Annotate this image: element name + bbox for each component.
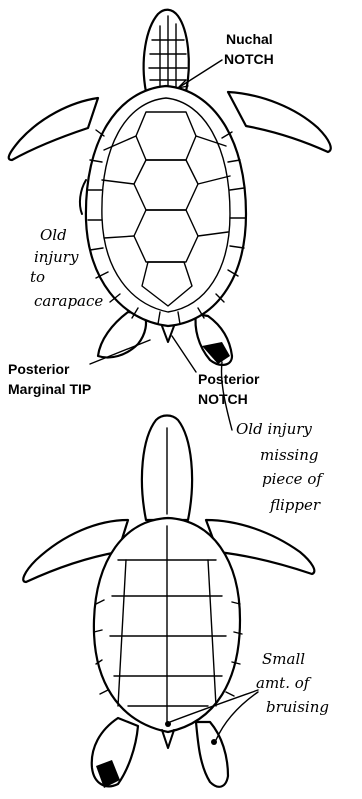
dorsal-carapace <box>86 86 246 326</box>
posterior-marginal-line2: Marginal TIP <box>8 381 91 397</box>
flipper-note-line1: Old injury <box>236 420 312 438</box>
flipper-note-line2: missing <box>260 446 318 464</box>
posterior-marginal-tip-callout: Posterior Marginal TIP <box>8 340 150 397</box>
bruising-note-line2: amt. of <box>256 674 312 692</box>
posterior-notch-line1: Posterior <box>198 371 260 387</box>
carapace-note-line1: Old <box>40 226 67 244</box>
bruising-note-line1: Small <box>262 650 305 668</box>
dorsal-right-front-flipper <box>228 92 331 152</box>
posterior-notch-arrow <box>172 336 196 372</box>
nuchal-label-line2: NOTCH <box>224 51 274 67</box>
bruising-note-line3: bruising <box>266 698 329 716</box>
ventral-right-rear-flipper <box>196 722 228 787</box>
bruising-arrow-2 <box>216 692 258 740</box>
dorsal-tail <box>162 326 174 342</box>
flipper-note-line4: flipper <box>269 496 321 514</box>
nuchal-notch-callout: Nuchal NOTCH <box>178 31 274 88</box>
dorsal-turtle-figure <box>9 10 331 365</box>
carapace-note-line4: carapace <box>34 292 103 310</box>
carapace-note-line3: to <box>30 268 45 286</box>
flipper-note-line3: piece of <box>262 470 324 488</box>
nuchal-label-line1: Nuchal <box>226 31 273 47</box>
posterior-marginal-line1: Posterior <box>8 361 70 377</box>
carapace-note-line2: injury <box>34 248 79 266</box>
dorsal-left-front-flipper <box>9 98 98 160</box>
